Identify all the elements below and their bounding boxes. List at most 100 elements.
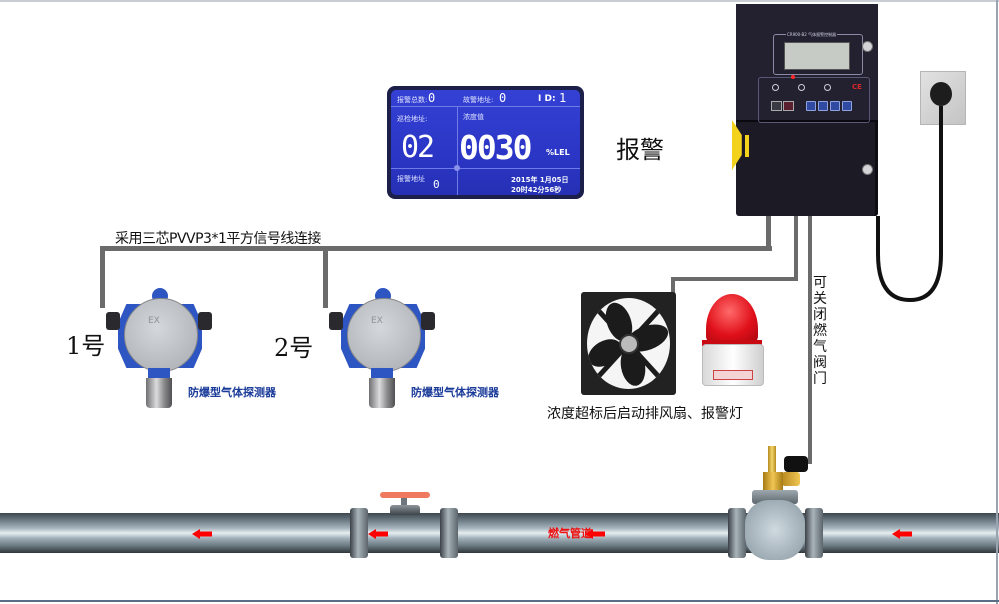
alarm-address-value: 0: [433, 178, 440, 191]
fan-beacon-label: 浓度超标后启动排风扇、报警灯: [547, 406, 743, 422]
fan-wire-up: [794, 216, 798, 281]
detector-2-number: 2号: [274, 334, 314, 362]
gas-detector-1: EX: [104, 288, 216, 408]
pipe-flange: [805, 508, 823, 558]
plug-icon: [930, 82, 952, 106]
pipe-flange: [440, 508, 458, 558]
cable-gland: [198, 312, 212, 330]
controller-model-text: CR900-B2 气体报警控制器: [786, 32, 838, 38]
valve-wire: [808, 216, 812, 464]
lcd-date: 2015年 1月05日: [511, 176, 569, 184]
sensor-head: [146, 378, 172, 408]
alarm-label: 报警: [616, 136, 664, 164]
fan-wire-horizontal: [671, 277, 797, 281]
flow-arrow-icon: [892, 529, 912, 539]
indicator-power-icon: [824, 84, 831, 91]
controller-upper-panel: CR900-B2 气体报警控制器 CE: [736, 4, 878, 123]
alarm-address-label: 报警地址: [397, 175, 425, 183]
sensor-head: [369, 378, 395, 408]
alarm-horn-bar: [745, 135, 749, 157]
pipe-flange: [728, 508, 746, 558]
patrol-address-value: 02: [401, 130, 435, 165]
lcd-divider: [457, 106, 458, 195]
lcd-display: 报警总数: 0 故警地址: 0 I D: 1 巡检地址: 02 浓度值 0030…: [387, 86, 584, 199]
cable-gland: [421, 312, 435, 330]
indicator-alarm-icon: [772, 84, 779, 91]
lcd-divider: [391, 168, 580, 169]
reset-button[interactable]: [783, 101, 794, 111]
signal-wire-detector-2: [323, 246, 328, 308]
right-button[interactable]: [818, 101, 828, 111]
lcd-divider: [391, 106, 580, 107]
ball-valve-handle[interactable]: [380, 492, 430, 498]
alarm-horn-icon: [732, 120, 742, 170]
ex-mark: EX: [371, 316, 383, 326]
exhaust-fan: [581, 292, 676, 395]
lcd-node: [454, 165, 460, 171]
lcd-screen: 报警总数: 0 故警地址: 0 I D: 1 巡检地址: 02 浓度值 0030…: [391, 90, 580, 195]
lock-icon: [862, 41, 873, 52]
gas-alarm-controller: CR900-B2 气体报警控制器 CE: [732, 4, 878, 216]
id-value: 1: [559, 91, 567, 105]
controller-button-panel: [758, 77, 870, 123]
fault-address-label: 故警地址:: [463, 96, 494, 104]
alarm-total-label: 报警总数:: [397, 96, 428, 104]
fault-address-value: 0: [499, 91, 507, 105]
lock-icon: [862, 164, 873, 175]
detector-1-type-label: 防爆型气体探测器: [188, 386, 276, 399]
indicator-fault-icon: [798, 84, 805, 91]
down-button[interactable]: [842, 101, 852, 111]
valve-label: 可关闭燃气阀门: [813, 275, 827, 387]
detector-neck: [371, 368, 393, 378]
alarm-beacon-dome: [706, 294, 758, 344]
fan-wire-down: [671, 277, 675, 293]
solenoid-valve-stem: [768, 446, 776, 474]
silence-button[interactable]: [771, 101, 782, 111]
signal-wire-horizontal: [100, 246, 772, 251]
flow-arrow-icon: [192, 529, 212, 539]
alarm-total-value: 0: [428, 91, 436, 105]
detector-1-number: 1号: [66, 332, 106, 360]
solenoid-coil-base: [782, 472, 800, 486]
pipe-flange: [350, 508, 368, 558]
lcd-time: 20时42分56秒: [511, 186, 562, 194]
gas-shutoff-valve: [745, 500, 805, 560]
frame-top-border: [0, 0, 999, 2]
left-button[interactable]: [806, 101, 816, 111]
unit-label: %LEL: [546, 148, 570, 157]
up-button[interactable]: [830, 101, 840, 111]
ball-valve-bonnet: [390, 505, 420, 515]
power-led-icon: [791, 75, 795, 79]
detector-2-type-label: 防爆型气体探测器: [411, 386, 499, 399]
cable-gland: [106, 312, 120, 330]
flow-arrow-icon: [368, 529, 388, 539]
frame-bottom-border: [0, 600, 999, 602]
fan-icon: [587, 298, 670, 389]
fan-grille: [587, 298, 670, 389]
alarm-beacon-tag: [713, 370, 753, 380]
controller-screen: [784, 42, 850, 70]
signal-wire-up: [766, 216, 771, 251]
cable-gland: [329, 312, 343, 330]
gas-pipe: [0, 513, 999, 553]
pipe-label: 燃气管道: [548, 527, 592, 540]
ex-mark: EX: [148, 316, 160, 326]
gas-detector-2: EX: [327, 288, 439, 408]
signal-wire-detector-1: [100, 246, 105, 308]
signal-wire-label: 采用三芯PVVP3*1平方信号线连接: [115, 231, 321, 247]
solenoid-coil: [784, 456, 808, 472]
alarm-beacon-ring: [702, 340, 762, 346]
flow-arrow-icon: [585, 529, 605, 539]
power-cord: [876, 106, 943, 303]
patrol-address-label: 巡检地址:: [397, 115, 428, 123]
frame-right-border: [996, 0, 998, 604]
id-label: I D:: [538, 94, 556, 104]
ce-mark: CE: [852, 83, 862, 91]
detector-cap: [347, 298, 421, 372]
detector-cap: [124, 298, 198, 372]
ball-valve-stem: [401, 498, 407, 506]
detector-neck: [148, 368, 170, 378]
concentration-label: 浓度值: [463, 113, 484, 121]
solenoid-valve-brass: [763, 472, 783, 492]
concentration-value: 0030: [459, 128, 532, 167]
